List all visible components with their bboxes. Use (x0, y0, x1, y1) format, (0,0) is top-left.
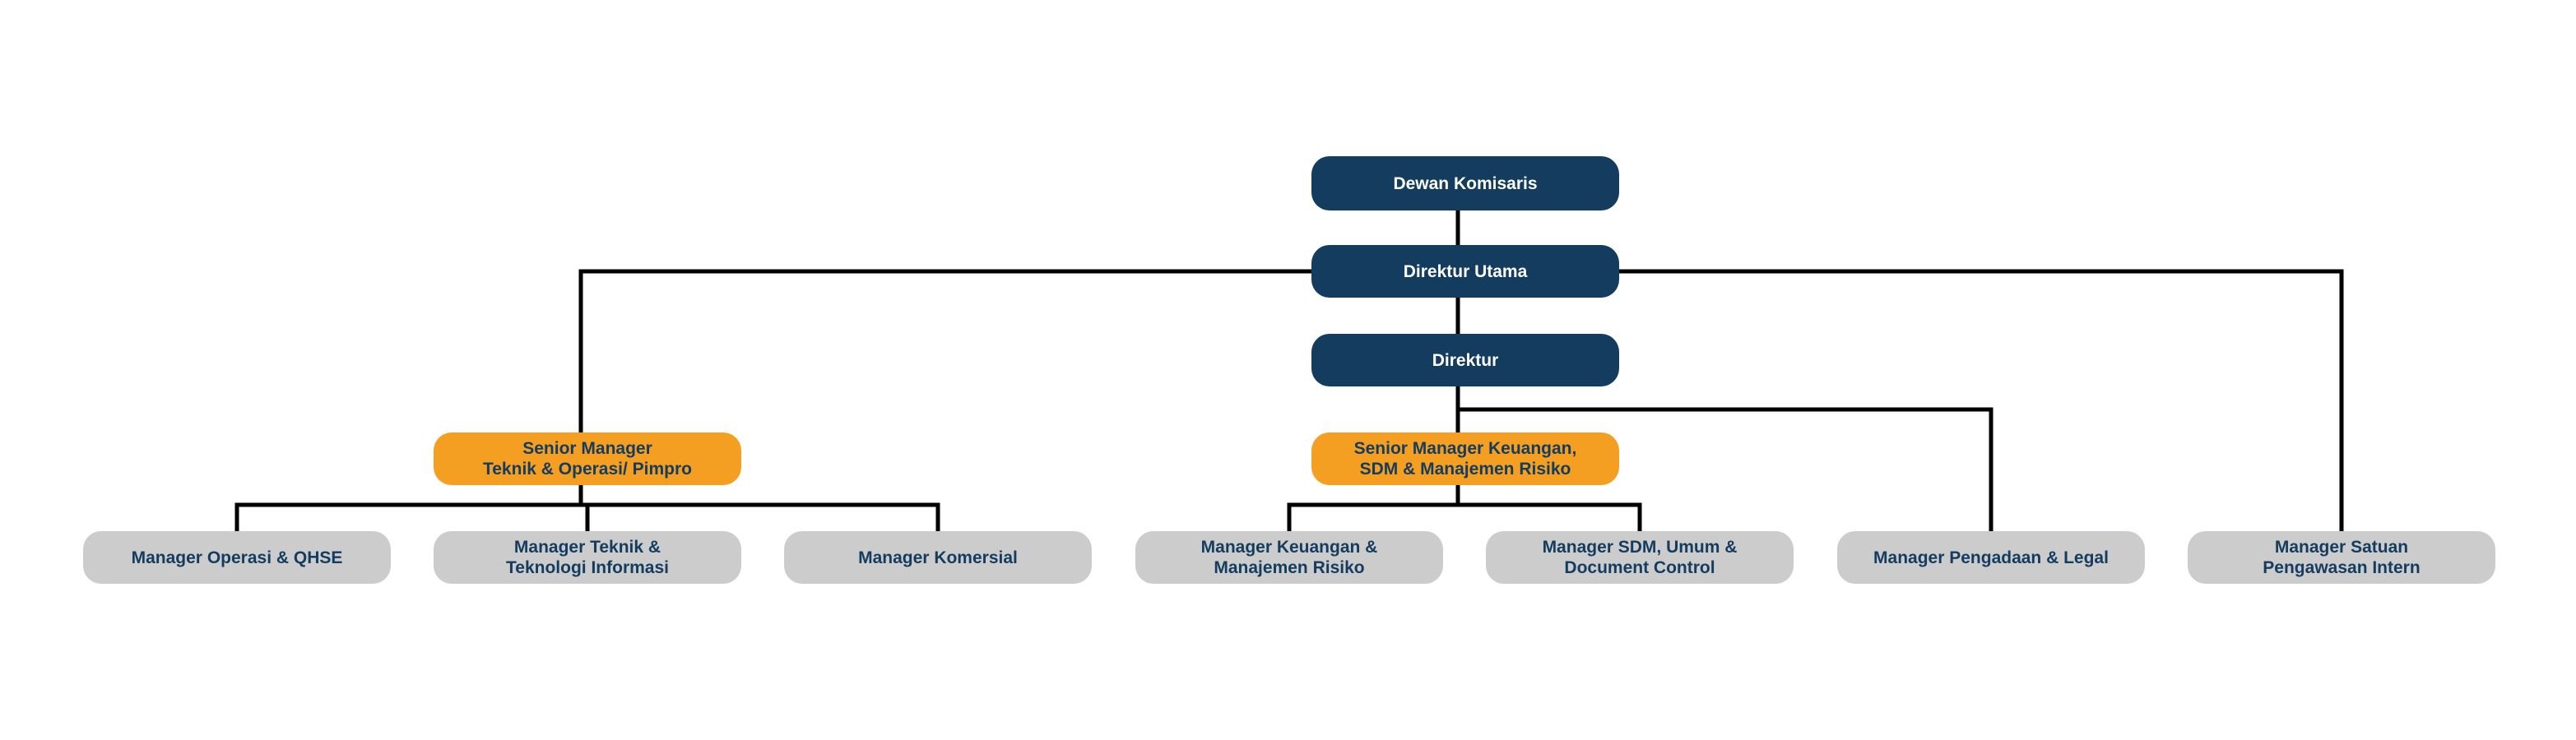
manager-operasi-label: Manager Operasi & QHSE (131, 548, 343, 567)
senior-manager-teknik-box: Senior Manager Teknik & Operasi/ Pimpro (434, 432, 741, 485)
manager-operasi-box: Manager Operasi & QHSE (83, 531, 391, 584)
manager-pengadaan-label: Manager Pengadaan & Legal (1873, 548, 2109, 567)
manager-sdm-box: Manager SDM, Umum & Document Control (1486, 531, 1794, 584)
direktur-label: Direktur (1432, 350, 1499, 370)
senior-manager-keuangan-box: Senior Manager Keuangan, SDM & Manajemen… (1311, 432, 1619, 485)
dewan-komisaris-label: Dewan Komisaris (1393, 173, 1538, 193)
line-direktur-utama-to-senior-teknik (578, 269, 1314, 435)
dewan-komisaris-box: Dewan Komisaris (1311, 156, 1619, 210)
manager-komersial-label: Manager Komersial (858, 548, 1018, 567)
manager-teknik-box: Manager Teknik & Teknologi Informasi (434, 531, 741, 584)
manager-pengadaan-box: Manager Pengadaan & Legal (1837, 531, 2145, 584)
line-senior-teknik-to-managers (234, 483, 940, 534)
senior-manager-keuangan-label: Senior Manager Keuangan, SDM & Manajemen… (1353, 439, 1577, 479)
direktur-box: Direktur (1311, 334, 1619, 386)
manager-satuan-pengawasan-label: Manager Satuan Pengawasan Intern (2263, 538, 2421, 577)
manager-sdm-label: Manager SDM, Umum & Document Control (1542, 538, 1738, 577)
direktur-utama-label: Direktur Utama (1403, 261, 1528, 281)
direktur-utama-box: Direktur Utama (1311, 245, 1619, 298)
manager-keuangan-box: Manager Keuangan & Manajemen Risiko (1135, 531, 1443, 584)
manager-satuan-pengawasan-box: Manager Satuan Pengawasan Intern (2188, 531, 2495, 584)
senior-manager-teknik-label: Senior Manager Teknik & Operasi/ Pimpro (482, 439, 693, 479)
manager-komersial-box: Manager Komersial (784, 531, 1092, 584)
line-senior-keuangan-to-managers (1287, 483, 1642, 534)
line-direktur-utama-to-satuan-pengawasan (1617, 269, 2344, 534)
manager-teknik-label: Manager Teknik & Teknologi Informasi (506, 538, 669, 577)
line-direktur-to-pengadaan (1455, 407, 1993, 534)
manager-keuangan-label: Manager Keuangan & Manajemen Risiko (1200, 538, 1378, 577)
